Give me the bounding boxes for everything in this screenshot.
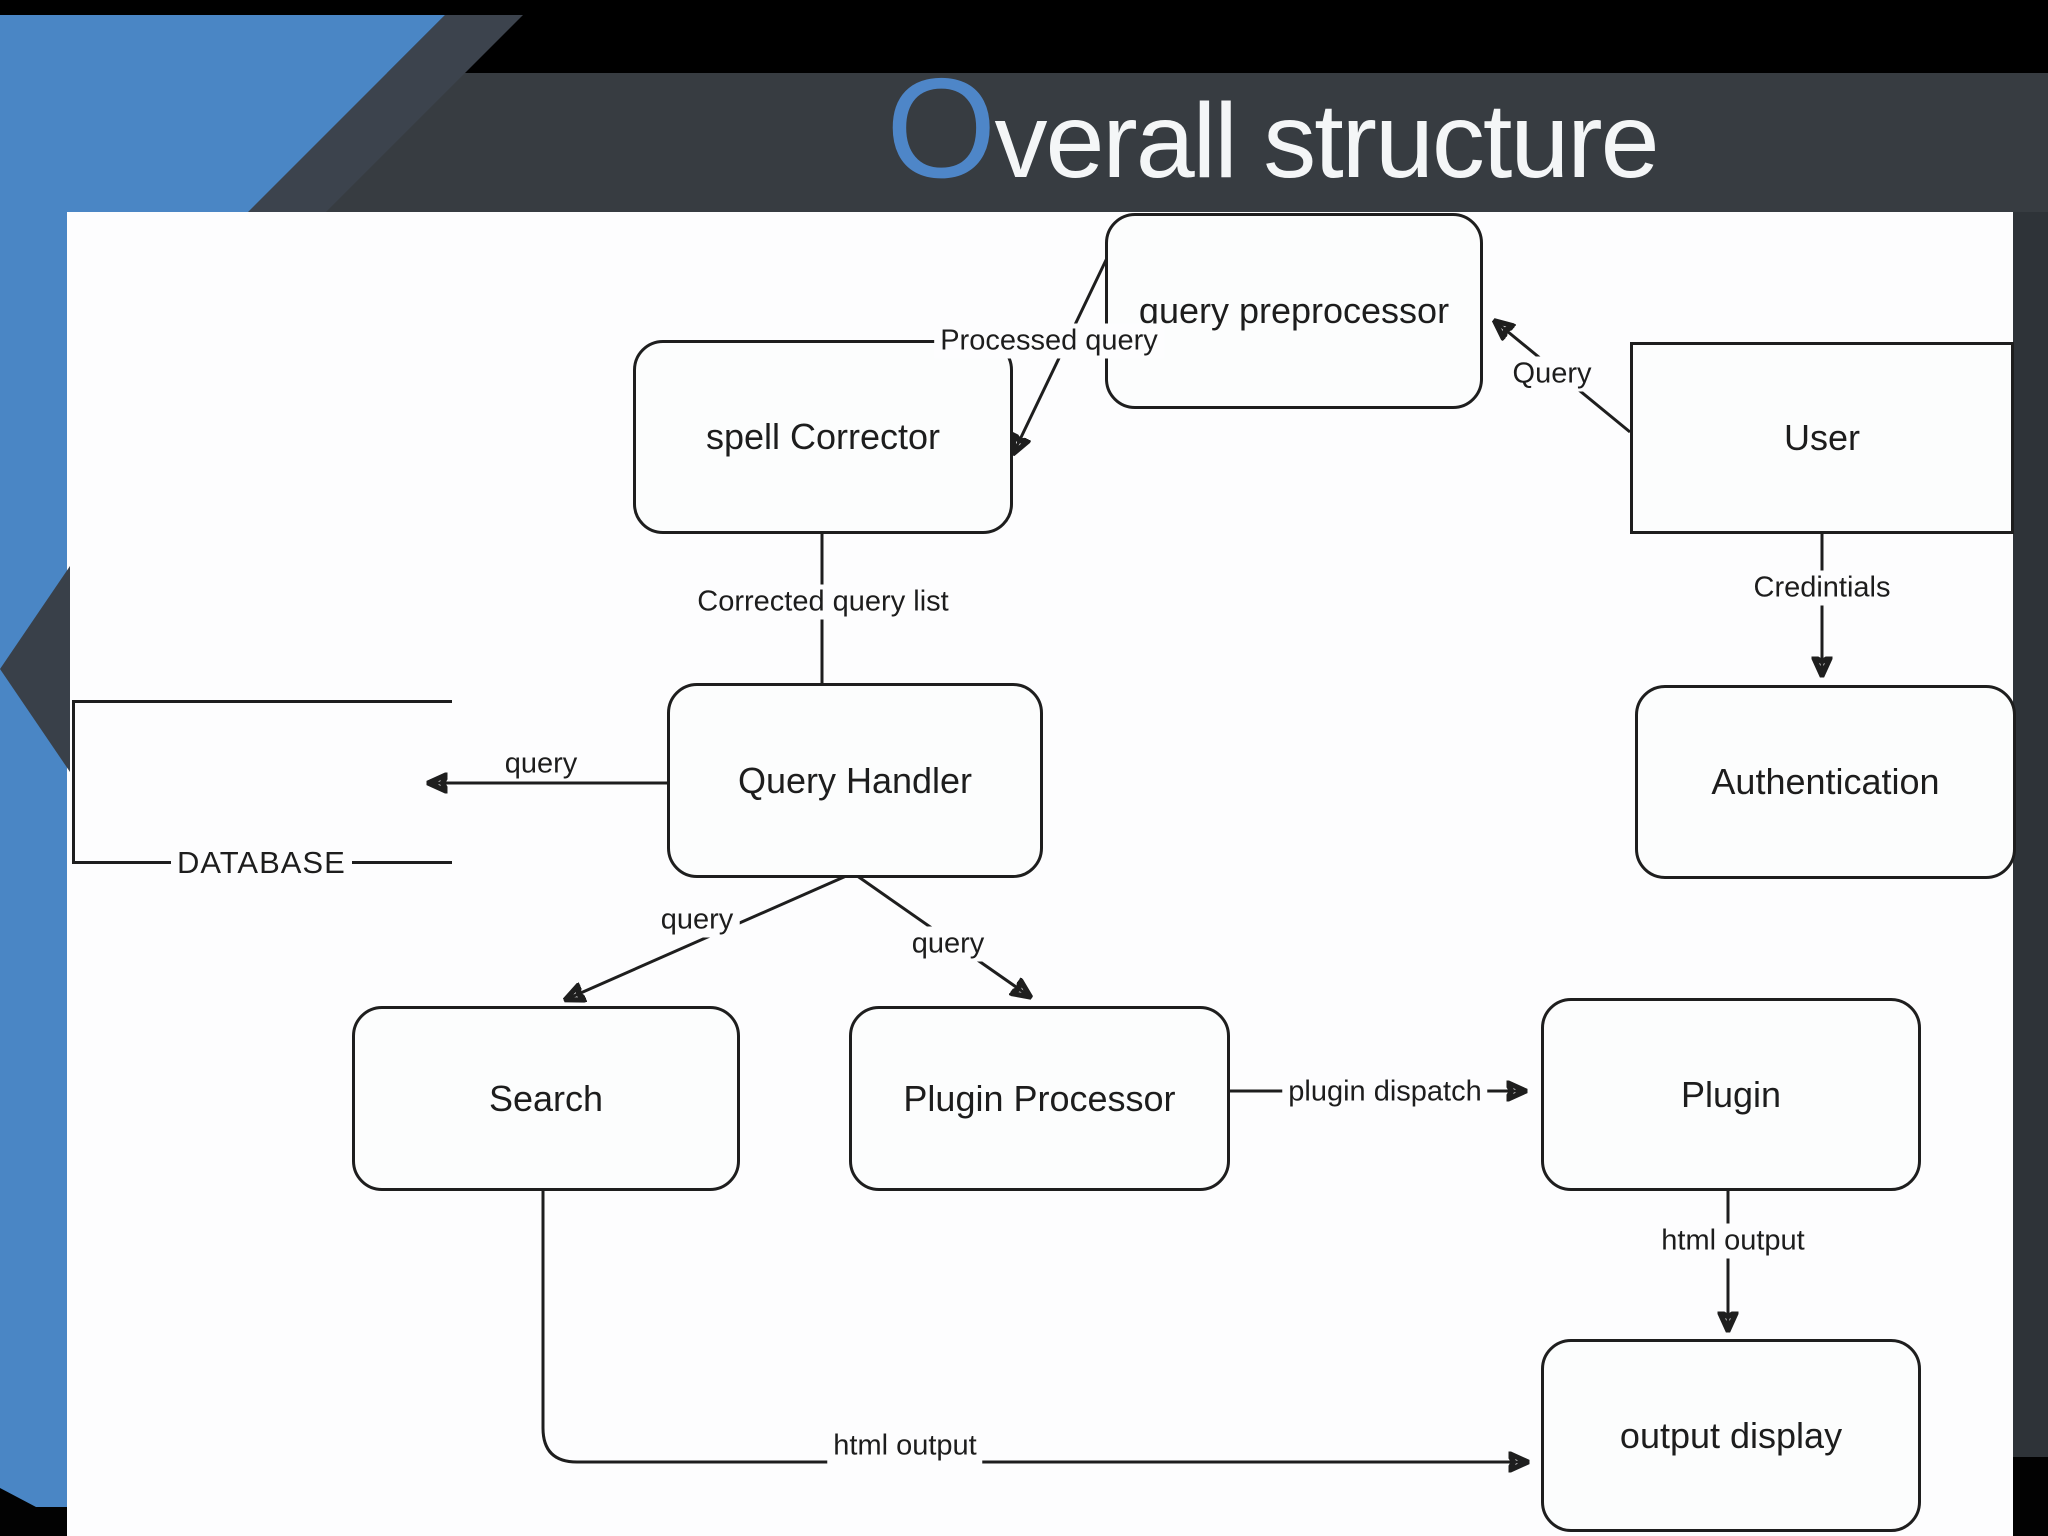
edge-label-query-search: query: [654, 902, 740, 938]
edge-label-html-output-plugin: html output: [1655, 1223, 1811, 1259]
node-label: Authentication: [1711, 761, 1940, 802]
node-label: output display: [1619, 1414, 1843, 1456]
node-query-handler: Query Handler: [667, 683, 1043, 878]
edge-label-html-output-search: html output: [827, 1428, 983, 1464]
right-edge-band: [2013, 212, 2048, 1457]
title-text: verall structure: [994, 82, 1659, 200]
edge-label-processed-query: Processed query: [934, 323, 1164, 359]
node-label: query preprocessor: [1138, 290, 1450, 331]
node-label: spell Corrector: [705, 416, 941, 457]
edge-label-query-database: query: [498, 746, 584, 782]
node-search: Search: [352, 1006, 740, 1191]
node-query-preprocessor: query preprocessor: [1105, 213, 1483, 409]
bottom-right-corner-block: [2013, 1457, 2048, 1536]
edge-label-query-capital: Query: [1506, 356, 1598, 392]
node-label: Search: [488, 1077, 604, 1119]
title-initial-letter: O: [886, 49, 996, 208]
edge-label-corrected-query-list: Corrected query list: [691, 584, 955, 620]
node-user: User: [1630, 342, 2014, 534]
edge-search-to-output-display: [541, 1185, 1526, 1462]
node-output-display: output display: [1541, 1339, 1921, 1532]
edge-label-plugin-dispatch: plugin dispatch: [1282, 1074, 1488, 1110]
node-plugin: Plugin: [1541, 998, 1921, 1191]
node-authentication: Authentication: [1635, 685, 2016, 879]
node-label: Query Handler: [737, 759, 973, 801]
edge-label-query-plugin-processor: query: [905, 926, 991, 962]
node-database: DATABASE: [72, 700, 452, 881]
node-plugin-processor: Plugin Processor: [849, 1006, 1230, 1191]
node-label: Plugin: [1680, 1073, 1782, 1115]
edge-label-credintials: Credintials: [1747, 570, 1897, 606]
node-label: DATABASE: [171, 845, 352, 881]
node-spell-corrector: spell Corrector: [633, 340, 1013, 534]
node-label: User: [1783, 417, 1860, 458]
node-label: Plugin Processor: [903, 1077, 1176, 1119]
